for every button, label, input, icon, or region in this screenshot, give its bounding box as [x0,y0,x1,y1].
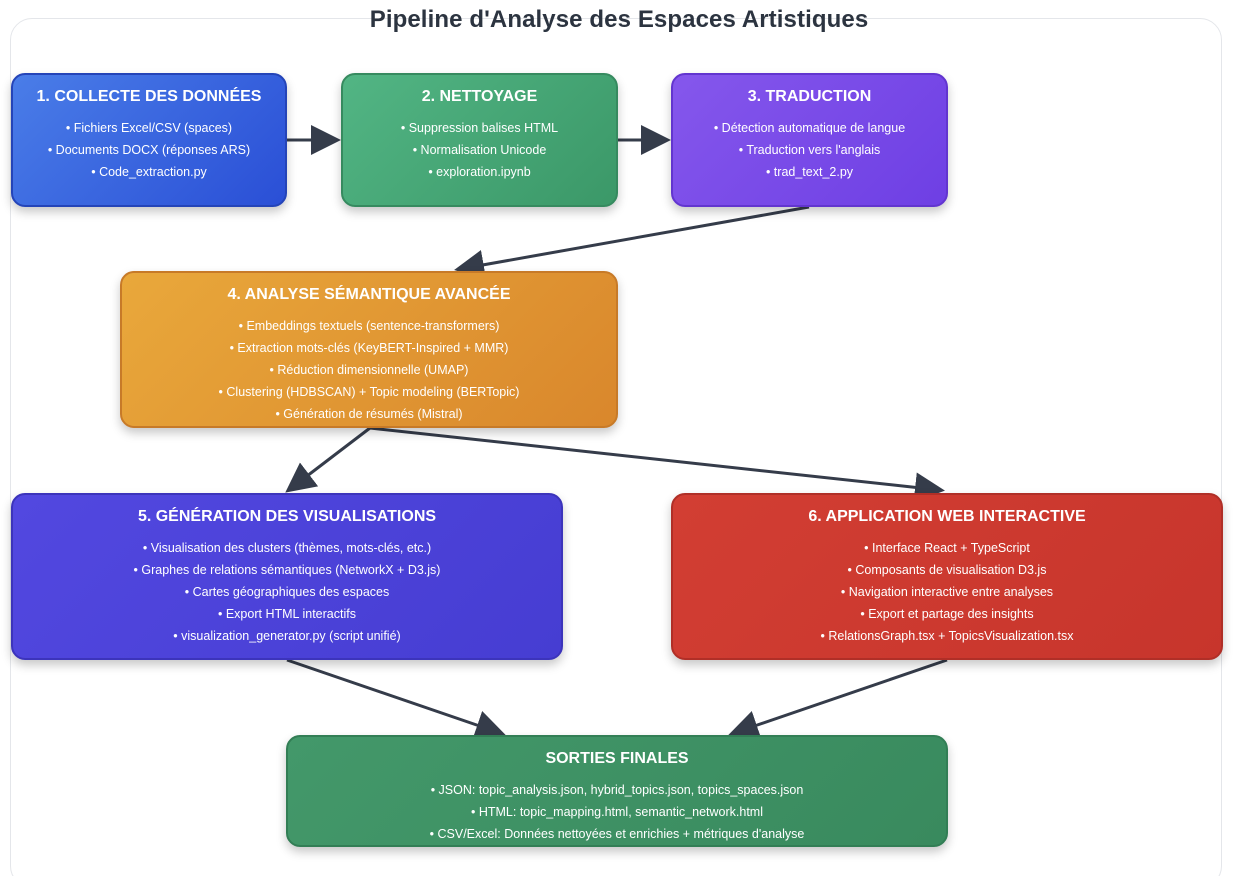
node-title: 4. ANALYSE SÉMANTIQUE AVANCÉE [227,286,511,303]
node-item: • Génération de résumés (Mistral) [275,407,463,421]
node-sorties-finales: SORTIES FINALES • JSON: topic_analysis.j… [286,735,948,847]
node-title: 5. GÉNÉRATION DES VISUALISATIONS [137,508,437,525]
node-item: • Cartes géographiques des espaces [184,585,390,599]
node-traduction: 3. TRADUCTION • Détection automatique de… [671,73,948,207]
node-item: • Extraction mots-clés (KeyBERT-Inspired… [229,341,509,355]
node-item: • Composants de visualisation D3.js [847,563,1047,577]
node-item: • Export HTML interactifs [218,607,356,621]
node-items: • Visualisation des clusters (thèmes, mo… [13,537,561,647]
node-item: • Suppression balises HTML [400,121,559,135]
node-item: • Réduction dimensionnelle (UMAP) [269,363,469,377]
node-item: • Code_extraction.py [91,165,207,179]
node-collecte-donnees: 1. COLLECTE DES DONNÉES • Fichiers Excel… [11,73,287,207]
diagram-frame [10,18,1222,876]
node-title: 3. TRADUCTION [747,88,872,105]
node-item: • CSV/Excel: Données nettoyées et enrich… [429,827,805,841]
node-item: • visualization_generator.py (script uni… [173,629,401,643]
node-items: • Interface React + TypeScript • Composa… [673,537,1221,647]
node-title: 6. APPLICATION WEB INTERACTIVE [808,508,1086,525]
node-item: • Fichiers Excel/CSV (spaces) [65,121,233,135]
node-item: • HTML: topic_mapping.html, semantic_net… [471,805,763,819]
node-item: • Normalisation Unicode [412,143,547,157]
node-items: • Suppression balises HTML • Normalisati… [343,117,616,183]
node-application-web: 6. APPLICATION WEB INTERACTIVE • Interfa… [671,493,1223,660]
node-items: • Embeddings textuels (sentence-transfor… [122,315,616,425]
node-item: • RelationsGraph.tsx + TopicsVisualizati… [820,629,1074,643]
node-item: • Embeddings textuels (sentence-transfor… [238,319,500,333]
node-items: • Détection automatique de langue • Trad… [673,117,946,183]
node-item: • exploration.ipynb [428,165,531,179]
node-title: SORTIES FINALES [545,750,689,767]
node-title: 2. NETTOYAGE [421,88,538,105]
node-items: • JSON: topic_analysis.json, hybrid_topi… [288,779,946,845]
node-item: • Graphes de relations sémantiques (Netw… [133,563,441,577]
node-item: • Visualisation des clusters (thèmes, mo… [142,541,432,555]
node-item: • JSON: topic_analysis.json, hybrid_topi… [430,783,804,797]
node-analyse-semantique: 4. ANALYSE SÉMANTIQUE AVANCÉE • Embeddin… [120,271,618,428]
node-generation-visualisations: 5. GÉNÉRATION DES VISUALISATIONS • Visua… [11,493,563,660]
node-item: • Traduction vers l'anglais [738,143,881,157]
node-item: • Navigation interactive entre analyses [840,585,1054,599]
node-item: • Export et partage des insights [860,607,1034,621]
node-item: • Interface React + TypeScript [864,541,1030,555]
node-item: • Documents DOCX (réponses ARS) [47,143,251,157]
node-item: • Détection automatique de langue [713,121,906,135]
node-title: 1. COLLECTE DES DONNÉES [36,88,262,105]
node-item: • trad_text_2.py [765,165,854,179]
node-items: • Fichiers Excel/CSV (spaces) • Document… [13,117,285,183]
diagram-title: Pipeline d'Analyse des Espaces Artistiqu… [369,6,869,33]
node-nettoyage: 2. NETTOYAGE • Suppression balises HTML … [341,73,618,207]
node-item: • Clustering (HDBSCAN) + Topic modeling … [218,385,520,399]
